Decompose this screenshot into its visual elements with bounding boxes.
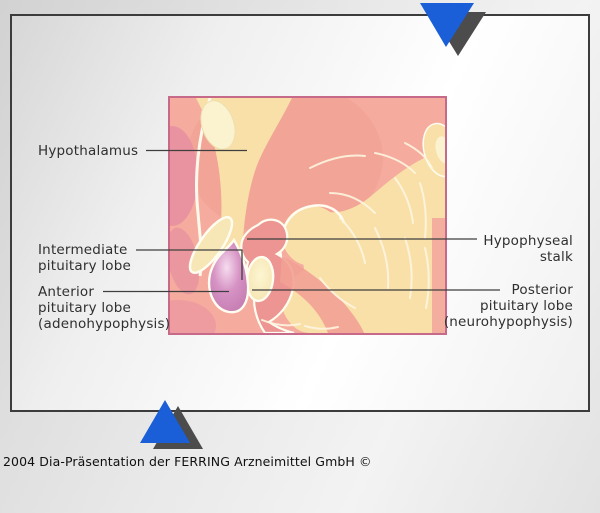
label-hypophyseal-stalk: Hypophyseal stalk xyxy=(483,233,573,265)
label-posterior-lobe: Posterior pituitary lobe (neurohypophysi… xyxy=(443,282,573,330)
triangle-down-icon xyxy=(420,3,474,47)
triangle-up-icon xyxy=(140,400,190,443)
label-hypothalamus: Hypothalamus xyxy=(38,143,139,159)
previous-slide-button[interactable] xyxy=(135,395,210,455)
label-intermediate-lobe: Intermediate pituitary lobe xyxy=(38,242,132,274)
pituitary-diagram xyxy=(168,96,447,335)
pituitary-diagram-art xyxy=(170,98,445,333)
copyright-caption: 2004 Dia-Präsentation der FERRING Arznei… xyxy=(3,454,372,469)
next-slide-button[interactable] xyxy=(415,0,495,60)
fiber-lines xyxy=(261,142,433,330)
label-anterior-lobe: Anterior pituitary lobe (adenohypophysis… xyxy=(38,284,171,332)
